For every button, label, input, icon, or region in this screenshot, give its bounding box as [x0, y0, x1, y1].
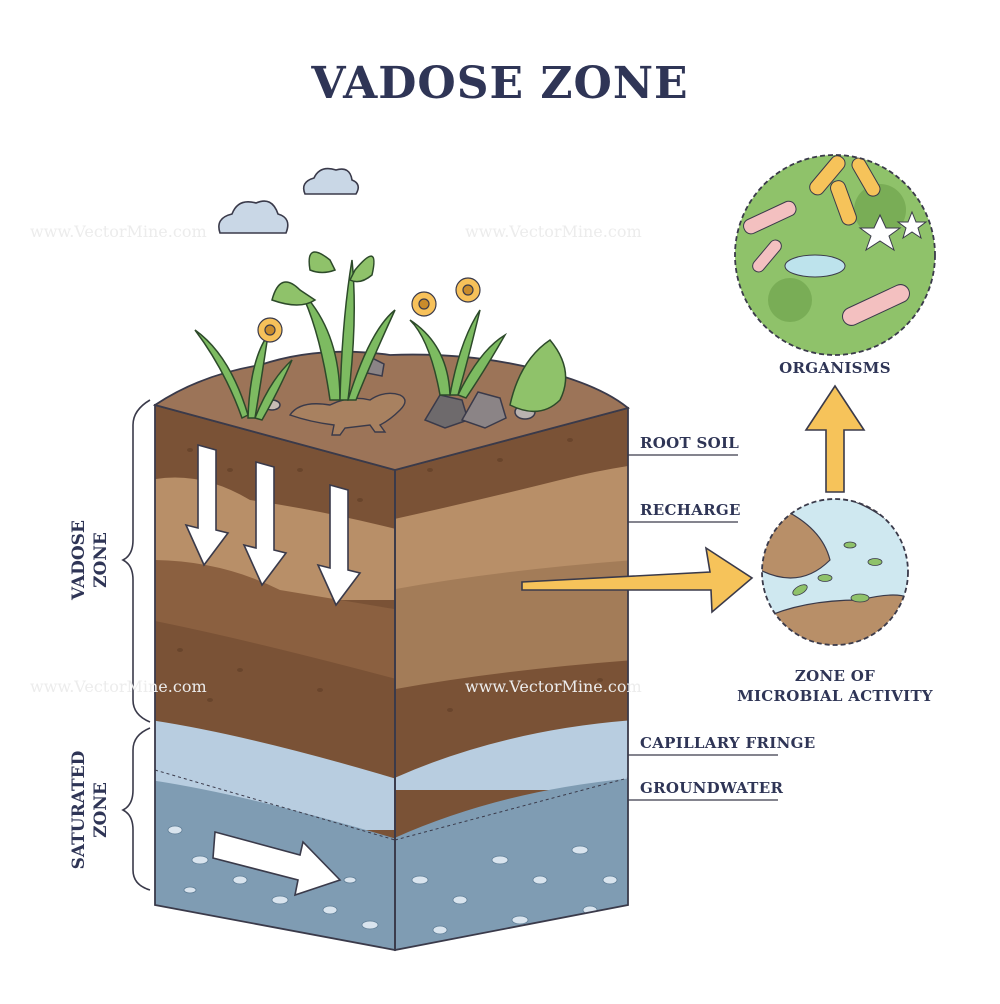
saturated-label-line1: SATURATED: [69, 750, 89, 870]
zone-brackets: [121, 399, 151, 891]
stones-icon: [263, 357, 536, 429]
watermark: www.VectorMine.com: [30, 222, 207, 241]
up-arrow-icon: [804, 384, 866, 493]
down-arrow-icon: [242, 460, 288, 587]
recharge-label: RECHARGE: [640, 501, 741, 519]
microbial-zone-circle: [761, 498, 909, 646]
microbial-label-line1: ZONE OF: [794, 667, 876, 685]
watermark: www.VectorMine.com: [465, 222, 642, 241]
down-arrow-icon: [184, 443, 230, 567]
leader-lines: [628, 454, 778, 801]
squirrel-icon: [288, 392, 406, 436]
vadose-label-line2: ZONE: [91, 532, 111, 588]
right-arrow-icon: [521, 546, 754, 614]
flower-icon: [257, 277, 481, 343]
vadose-zone-label: VADOSE ZONE: [68, 500, 112, 620]
down-arrow-icon: [316, 483, 362, 607]
watermark: www.VectorMine.com: [30, 677, 207, 696]
groundwater-label: GROUNDWATER: [640, 779, 784, 797]
saturated-zone-label: SATURATED ZONE: [68, 750, 112, 870]
saturated-label-line2: ZONE: [91, 782, 111, 838]
root-soil-label: ROOT SOIL: [640, 434, 740, 452]
vadose-label-line1: VADOSE: [69, 520, 89, 600]
cloud-icon: [302, 167, 360, 195]
infiltration-arrows: [184, 443, 362, 607]
cloud-icon: [218, 200, 289, 234]
soil-block-side: [395, 408, 628, 950]
page-title: VADOSE ZONE: [311, 58, 689, 109]
organisms-circle: [734, 154, 936, 356]
capillary-fringe-label: CAPILLARY FRINGE: [640, 734, 816, 752]
watermark: www.VectorMine.com: [465, 677, 642, 696]
microbial-activity-label: ZONE OF MICROBIAL ACTIVITY: [715, 666, 955, 706]
microbial-label-line2: MICROBIAL ACTIVITY: [737, 687, 933, 705]
plant-icon: [194, 251, 567, 421]
organisms-label: ORGANISMS: [779, 359, 891, 377]
groundwater-flow-arrow-icon: [212, 830, 342, 897]
